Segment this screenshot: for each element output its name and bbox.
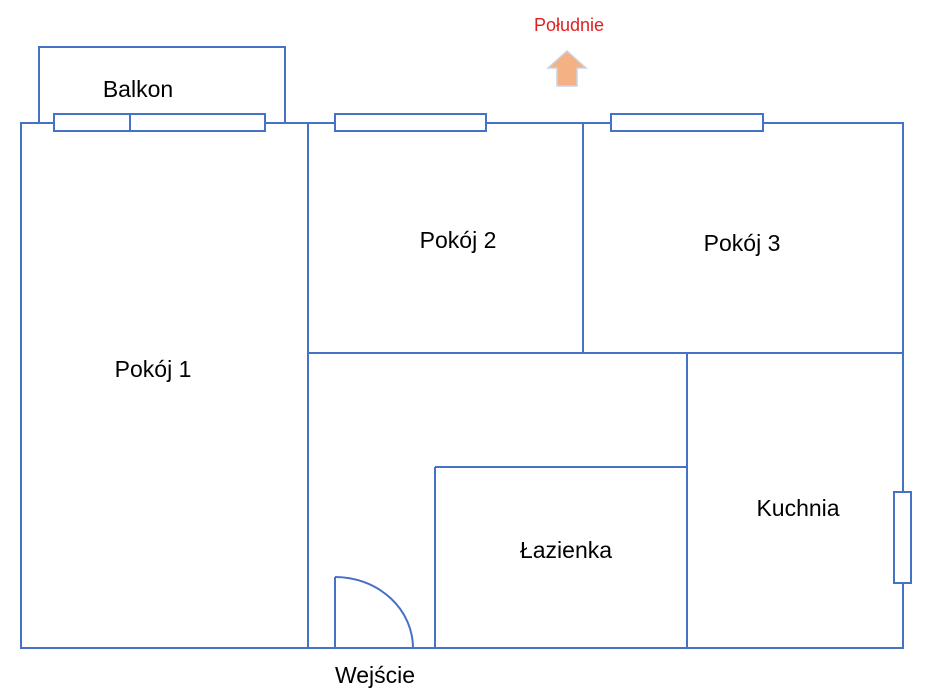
entrance-label: Wejście	[335, 662, 415, 688]
kitchen-label: Kuchnia	[756, 495, 839, 521]
balcony-door-window	[53, 113, 131, 132]
up-arrow-icon	[546, 49, 588, 87]
room2-window	[334, 113, 487, 132]
compass-label: Południe	[534, 15, 604, 35]
outer-wall	[20, 122, 904, 649]
room1-label: Pokój 1	[115, 356, 192, 382]
balcony-label: Balkon	[103, 76, 173, 102]
entrance-door-swing	[334, 576, 414, 649]
kitchen-window	[893, 491, 912, 584]
room3-label: Pokój 3	[704, 230, 781, 256]
room2-label: Pokój 2	[420, 227, 497, 253]
bathroom-label: Łazienka	[520, 537, 612, 563]
balcony-wall	[38, 46, 286, 123]
room3-window	[610, 113, 764, 132]
room1-window	[129, 113, 266, 132]
